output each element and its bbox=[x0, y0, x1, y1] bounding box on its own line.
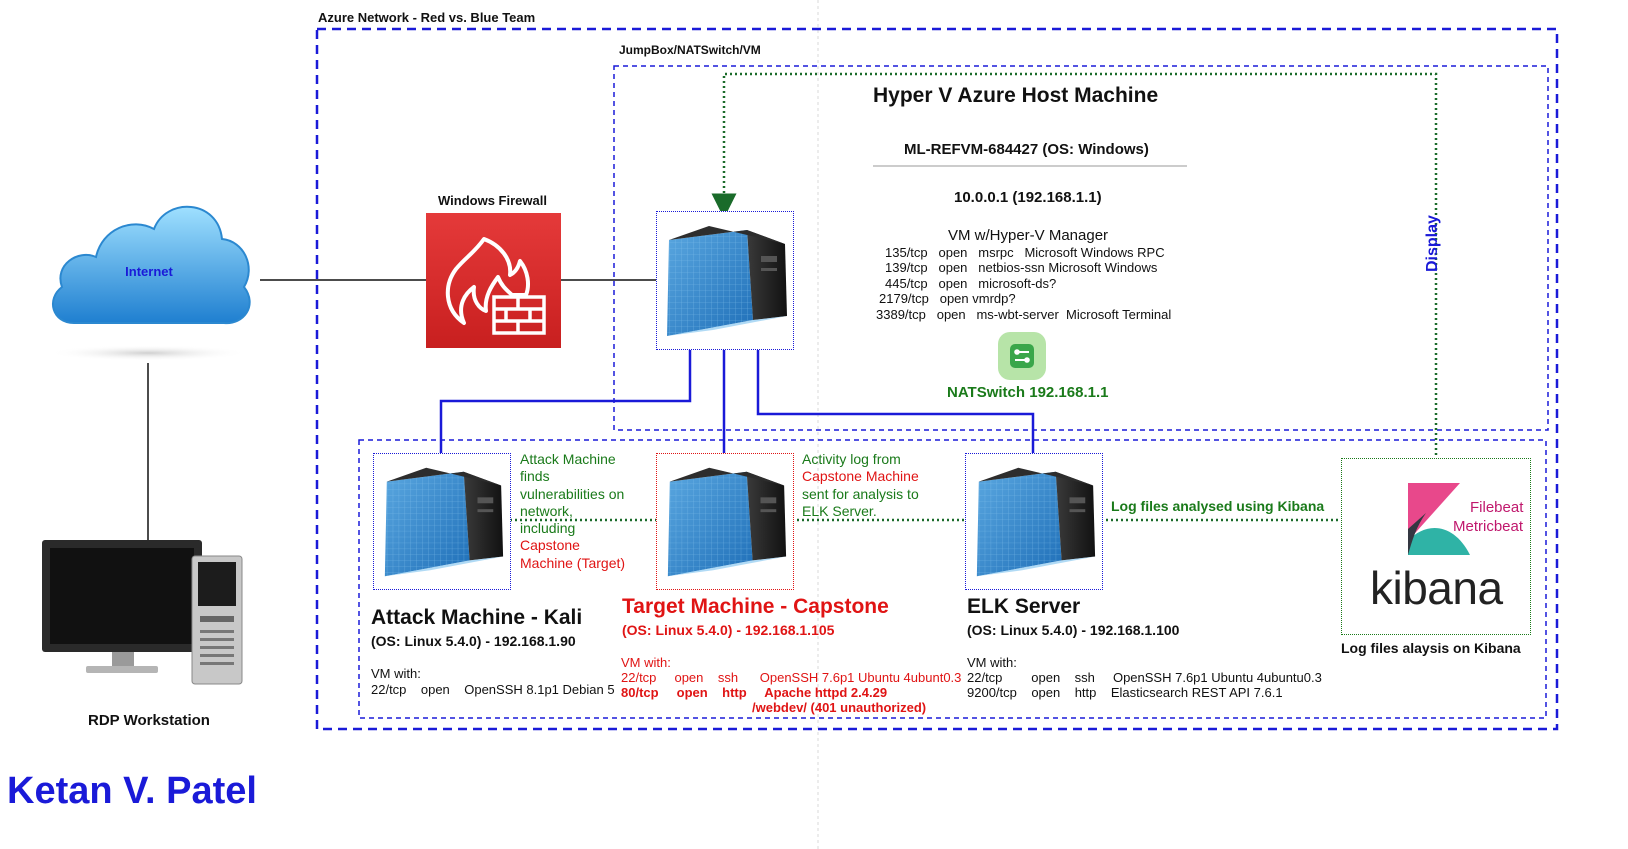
internet-label: Internet bbox=[125, 264, 173, 279]
server-icon bbox=[657, 212, 793, 349]
rdp-workstation[interactable] bbox=[40, 538, 245, 688]
elk-port-9200: 9200/tcp open http Elasticsearch REST AP… bbox=[967, 685, 1283, 700]
internet-cloud[interactable]: Internet bbox=[44, 195, 254, 365]
attack-vm-with: VM with: bbox=[371, 666, 421, 681]
server-icon bbox=[657, 454, 793, 589]
host-port-list: 135/tcp open msrpc Microsoft Windows RPC… bbox=[876, 245, 1171, 322]
kibana-wordmark: kibana bbox=[1370, 562, 1503, 614]
natswitch[interactable] bbox=[998, 332, 1046, 380]
host-title: Hyper V Azure Host Machine bbox=[873, 84, 1159, 107]
host-vm-manager: VM w/Hyper-V Manager bbox=[948, 227, 1109, 244]
vm-subnet-zone bbox=[358, 439, 1547, 719]
filebeat-label: Filebeat bbox=[1470, 499, 1524, 516]
attack-note: Attack Machine finds vulnerabilities on … bbox=[520, 451, 630, 572]
attack-note-text: Attack Machine finds vulnerabilities on … bbox=[520, 451, 625, 537]
metricbeat-label: Metricbeat bbox=[1453, 518, 1524, 535]
attack-port-22: 22/tcp open OpenSSH 8.1p1 Debian 5 bbox=[371, 682, 615, 697]
target-note-line3: sent for analysis to ELK Server. bbox=[802, 485, 919, 519]
author-name: Ketan V. Patel bbox=[7, 770, 257, 812]
elk-os: (OS: Linux 5.4.0) - 192.168.1.100 bbox=[967, 622, 1180, 638]
target-machine-vm[interactable] bbox=[656, 453, 794, 590]
host-elk-link bbox=[756, 349, 1035, 454]
azure-network-label: Azure Network - Red vs. Blue Team bbox=[318, 10, 536, 25]
kibana-logo-icon bbox=[1408, 483, 1470, 555]
jumpbox-zone bbox=[613, 65, 1549, 431]
target-webdev: /webdev/ (401 unauthorized) bbox=[752, 700, 927, 715]
target-port-80: 80/tcp open http Apache httpd 2.4.29 bbox=[621, 685, 888, 700]
network-switch-icon bbox=[1010, 344, 1034, 368]
server-icon bbox=[966, 454, 1102, 589]
display-label: Display bbox=[1424, 215, 1441, 272]
workstation-icon bbox=[42, 540, 243, 685]
kibana-panel[interactable]: Filebeat Metricbeat kibana bbox=[1341, 458, 1531, 635]
elk-port-22: 22/tcp open ssh OpenSSH 7.6p1 Ubuntu 4ub… bbox=[967, 670, 1322, 685]
elk-vm-with: VM with: bbox=[967, 655, 1017, 670]
target-note-line2: Capstone Machine bbox=[802, 468, 919, 485]
attack-os: (OS: Linux 5.4.0) - 192.168.1.90 bbox=[371, 633, 576, 649]
azure-network-zone bbox=[315, 27, 1559, 731]
jumpbox-label: JumpBox/NATSwitch/VM bbox=[619, 43, 761, 57]
windows-firewall[interactable] bbox=[426, 213, 561, 348]
host-attack-link bbox=[439, 349, 692, 454]
natswitch-label: NATSwitch 192.168.1.1 bbox=[947, 384, 1109, 401]
attack-title: Attack Machine - Kali bbox=[371, 606, 583, 629]
elk-title: ELK Server bbox=[967, 595, 1081, 618]
target-os: (OS: Linux 5.4.0) - 192.168.1.105 bbox=[622, 622, 835, 638]
server-icon bbox=[374, 454, 510, 589]
host-port-445: 445/tcp open microsoft-ds? bbox=[885, 275, 1057, 291]
elk-server-vm[interactable] bbox=[965, 453, 1103, 590]
firewall-icon bbox=[445, 237, 546, 335]
target-title: Target Machine - Capstone bbox=[622, 595, 889, 618]
firewall-label: Windows Firewall bbox=[438, 193, 547, 208]
rdp-label: RDP Workstation bbox=[88, 712, 210, 729]
cloud-icon bbox=[48, 205, 251, 361]
elk-log-label: Log files analysed using Kibana bbox=[1111, 498, 1325, 514]
host-port-139: 139/tcp open netbios-ssn Microsoft Windo… bbox=[885, 260, 1158, 276]
target-vm-with: VM with: bbox=[621, 655, 671, 670]
display-link bbox=[711, 72, 1438, 455]
attack-machine-vm[interactable] bbox=[373, 453, 511, 590]
host-port-135: 135/tcp open msrpc Microsoft Windows RPC bbox=[885, 245, 1165, 260]
host-port-3389: 3389/tcp open ms-wbt-server Microsoft Te… bbox=[876, 306, 1172, 322]
kibana-caption: Log files alaysis on Kibana bbox=[1341, 640, 1521, 656]
attack-note-target: Capstone Machine (Target) bbox=[520, 537, 626, 571]
hyperv-host-vm[interactable] bbox=[656, 211, 794, 350]
host-ip: 10.0.0.1 (192.168.1.1) bbox=[954, 189, 1102, 206]
host-port-2179: 2179/tcp open vmrdp? bbox=[879, 291, 1016, 307]
host-machine-id: ML-REFVM-684427 (OS: Windows) bbox=[904, 141, 1149, 158]
target-port-22: 22/tcp open ssh OpenSSH 7.6p1 Ubuntu 4ub… bbox=[621, 670, 962, 685]
target-note: Activity log from Capstone Machine sent … bbox=[802, 451, 942, 520]
target-note-line1: Activity log from bbox=[802, 451, 901, 467]
